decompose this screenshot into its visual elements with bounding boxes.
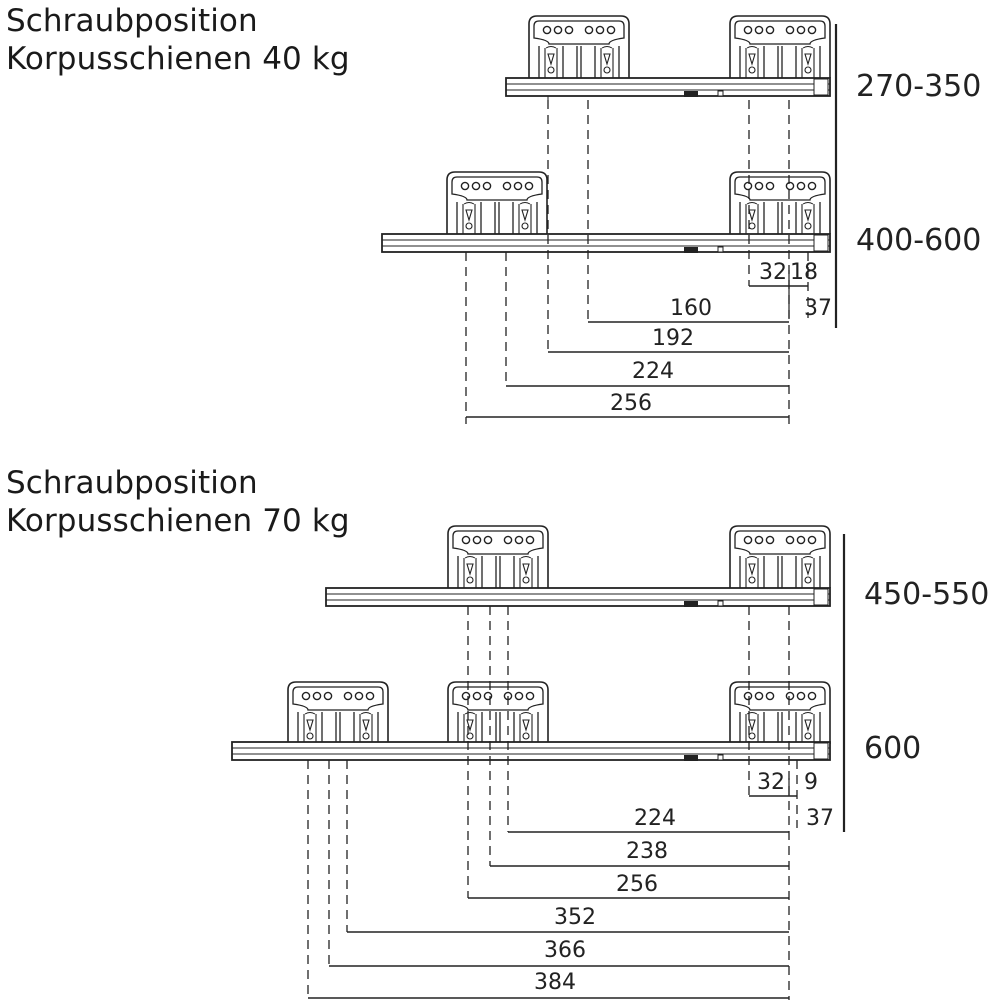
- dim-40-160: 160: [670, 296, 712, 321]
- dim-40-37: 37: [804, 296, 832, 321]
- section-70-title: Schraubposition Korpusschienen 70 kg: [6, 464, 350, 540]
- rail-40-top: [505, 15, 831, 100]
- dim-40-224: 224: [632, 359, 674, 384]
- section-70-title-line2: Korpusschienen 70 kg: [6, 503, 350, 539]
- dim-70-352: 352: [554, 905, 596, 930]
- dim-70-224: 224: [634, 806, 676, 831]
- dim-70-32: 32: [757, 770, 785, 795]
- section-40-title-line1: Schraubposition: [6, 3, 258, 39]
- section-70-title-line1: Schraubposition: [6, 465, 258, 501]
- range-70-bottom: 600: [864, 731, 921, 766]
- rail-70-bottom: [231, 681, 831, 761]
- section-40-title: Schraubposition Korpusschienen 40 kg: [6, 2, 350, 78]
- dim-40-192: 192: [652, 326, 694, 351]
- dim-70-9: 9: [804, 770, 818, 795]
- range-70-top: 450-550: [864, 577, 989, 612]
- dim-40-18: 18: [790, 260, 818, 285]
- section-70-drawing: [231, 525, 846, 1000]
- section-40-drawing: [381, 15, 838, 424]
- range-40-top: 270-350: [856, 69, 981, 104]
- range-40-bottom: 400-600: [856, 223, 981, 258]
- rail-40-bottom: [381, 171, 831, 253]
- section-40-title-line2: Korpusschienen 40 kg: [6, 41, 350, 77]
- dim-70-256: 256: [616, 872, 658, 897]
- dim-40-32: 32: [759, 260, 787, 285]
- dim-40-256: 256: [610, 391, 652, 416]
- dim-70-384: 384: [534, 970, 576, 995]
- dim-70-366: 366: [544, 938, 586, 963]
- rail-70-top: [325, 525, 831, 607]
- dim-70-37: 37: [806, 806, 834, 831]
- dim-70-238: 238: [626, 839, 668, 864]
